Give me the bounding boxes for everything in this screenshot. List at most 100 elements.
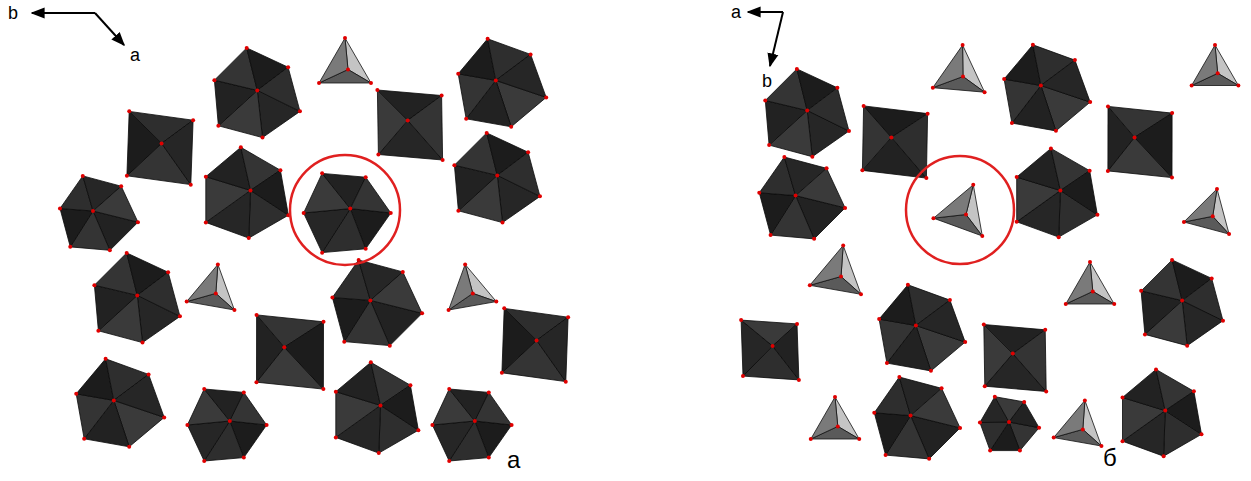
oxygen-atom <box>1010 121 1014 125</box>
oxygen-atom <box>364 247 368 251</box>
panel-caption: б <box>1103 446 1117 470</box>
octahedron <box>430 387 513 463</box>
oxygen-atom <box>1170 176 1174 180</box>
octahedron <box>330 258 424 348</box>
oxygen-atom <box>1121 396 1125 400</box>
octahedron-face <box>370 272 422 313</box>
oxygen-atom <box>321 387 325 391</box>
oxygen-atom <box>416 428 420 432</box>
oxygen-atom <box>812 237 816 241</box>
oxygen-atom <box>322 320 326 324</box>
tetrahedron-face <box>810 246 843 286</box>
oxygen-atom <box>487 456 491 460</box>
oxygen-atom <box>430 423 434 427</box>
octahedron <box>978 395 1041 453</box>
oxygen-atom <box>538 194 542 198</box>
oxygen-atom <box>795 322 799 326</box>
oxygen-atom <box>931 86 935 90</box>
oxygen-atom <box>1139 289 1143 293</box>
oxygen-atom <box>983 384 987 388</box>
oxygen-atom <box>809 437 813 441</box>
oxygen-atom <box>782 155 786 159</box>
highlight-circle <box>290 155 400 265</box>
octahedron <box>877 283 967 373</box>
oxygen-atom <box>330 295 334 299</box>
oxygen-atom <box>961 43 965 47</box>
oxygen-atom <box>108 248 112 252</box>
oxygen-atom <box>127 109 131 113</box>
oxygen-atom <box>529 52 533 56</box>
oxygen-atom <box>982 323 986 327</box>
octahedron <box>982 323 1048 394</box>
oxygen-atom <box>862 104 866 108</box>
oxygen-atom <box>1227 232 1231 236</box>
oxygen-atom <box>1054 129 1058 133</box>
oxygen-atom <box>447 459 451 463</box>
oxygen-atom <box>1037 426 1041 430</box>
oxygen-atom <box>501 221 505 225</box>
oxygen-atom <box>1064 302 1068 306</box>
oxygen-atom <box>1180 299 1184 303</box>
oxygen-atom <box>1073 58 1077 62</box>
oxygen-atom <box>1192 389 1196 393</box>
oxygen-atom <box>471 291 475 295</box>
axis-label: b <box>762 72 772 90</box>
axis-arrow <box>95 13 124 45</box>
oxygen-atom <box>1088 260 1092 264</box>
tetrahedron <box>1064 260 1116 306</box>
oxygen-atom <box>245 46 249 50</box>
octahedron-face <box>408 96 443 161</box>
oxygen-atom <box>247 236 251 240</box>
oxygen-atom <box>1015 175 1019 179</box>
oxygen-atom <box>836 424 840 428</box>
oxygen-atom <box>1058 189 1062 193</box>
octahedron-face <box>980 422 1009 451</box>
oxygen-atom <box>92 283 96 287</box>
oxygen-atom <box>1002 77 1006 81</box>
oxygen-atom <box>278 168 282 172</box>
oxygen-atom <box>1213 43 1217 47</box>
tetrahedron-face <box>319 38 348 83</box>
axis-label: b <box>8 4 18 22</box>
octahedron-face <box>879 319 916 363</box>
oxygen-atom <box>797 378 801 382</box>
oxygen-atom <box>160 141 164 145</box>
octahedron-face <box>1004 79 1041 123</box>
oxygen-atom <box>408 383 412 387</box>
octahedron-face <box>93 186 138 222</box>
octahedron-face <box>137 272 180 316</box>
oxygen-atom <box>204 175 208 179</box>
oxygen-atom <box>141 341 145 345</box>
octahedron <box>872 375 962 461</box>
octahedron <box>185 387 268 463</box>
octahedron-face <box>497 152 540 196</box>
octahedron <box>254 313 325 391</box>
oxygen-atom <box>906 283 910 287</box>
oxygen-atom <box>58 206 62 210</box>
oxygen-atom <box>166 270 170 274</box>
octahedron-face <box>1009 402 1039 428</box>
octahedron-face <box>332 298 370 342</box>
octahedron-face <box>773 324 799 380</box>
oxygen-atom <box>1031 43 1035 47</box>
oxygen-atom <box>320 171 324 175</box>
oxygen-atom <box>81 174 85 178</box>
oxygen-atom <box>364 175 368 179</box>
oxygen-atom <box>1081 427 1085 431</box>
oxygen-atom <box>771 344 775 348</box>
oxygen-atom <box>1095 213 1099 217</box>
oxygen-atom <box>948 298 952 302</box>
oxygen-atom <box>369 81 373 85</box>
polyhedra <box>58 36 1240 463</box>
oxygen-atom <box>841 243 845 247</box>
axis-arrows <box>32 12 783 66</box>
oxygen-atom <box>214 291 218 295</box>
tetrahedron <box>808 243 863 296</box>
oxygen-atom <box>212 78 216 82</box>
octahedron-face <box>381 385 419 430</box>
oxygen-atom <box>204 220 208 224</box>
oxygen-atom <box>1049 146 1053 150</box>
oxygen-atom <box>884 453 888 457</box>
octahedron-face <box>1060 171 1097 215</box>
oxygen-atom <box>914 324 918 328</box>
